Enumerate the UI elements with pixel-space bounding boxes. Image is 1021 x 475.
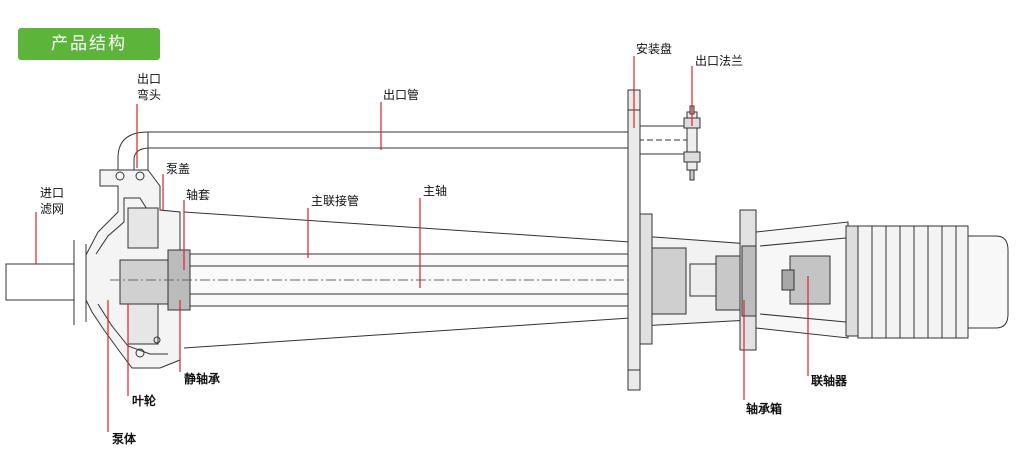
label-coupling: 联轴器 — [811, 374, 848, 388]
coupling-shape — [789, 255, 831, 305]
page-title: 产品结构 — [18, 28, 160, 60]
label-outlet-elbow-line1: 出口 — [137, 72, 162, 86]
label-main-connecting-pipe: 主联接管 — [311, 194, 360, 208]
mounting-plate-shape — [627, 89, 641, 391]
outlet-elbow-shape — [117, 131, 630, 170]
motor-shape — [857, 225, 969, 339]
inlet-filter-pipe — [5, 263, 75, 301]
label-outlet-pipe: 出口管 — [383, 88, 420, 102]
label-inlet-filter-line1: 进口 — [40, 186, 65, 200]
label-pump-cover: 泵盖 — [166, 162, 191, 176]
label-bearing-box: 轴承箱 — [746, 402, 783, 416]
label-main-shaft: 主轴 — [423, 184, 448, 198]
label-shaft-sleeve: 轴套 — [186, 188, 211, 202]
label-pump-body: 泵体 — [112, 432, 137, 446]
label-outlet-elbow-line2: 弯头 — [137, 88, 162, 102]
label-impeller: 叶轮 — [132, 394, 157, 408]
label-inlet-filter-line2: 滤网 — [40, 202, 65, 216]
label-outlet-flange: 出口法兰 — [695, 54, 744, 68]
label-mounting-plate: 安装盘 — [636, 42, 673, 56]
label-static-bearing: 静轴承 — [184, 372, 221, 386]
